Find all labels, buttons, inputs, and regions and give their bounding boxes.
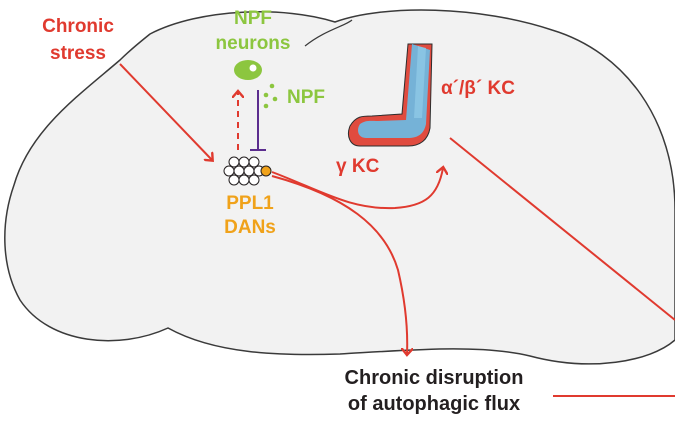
npf-neurons-label-line2: neurons (216, 33, 291, 54)
brain-midline (304, 19, 353, 47)
outcome-label-line1: Chronic disruption (345, 367, 524, 389)
npf-peptide-dots-icon (263, 83, 278, 109)
ab-kc-label: α´/β´ KC (441, 78, 515, 99)
dan-to-outcome-arrow (271, 175, 407, 354)
chronic-stress-label-line2: stress (50, 43, 106, 64)
ppl1-dan-cluster-icon (223, 156, 265, 186)
npf-inhibition-icon (250, 90, 266, 151)
chronic-stress-label-line1: Chronic (42, 16, 114, 37)
ppl1-label-line2: DANs (224, 217, 276, 238)
ppl1-dan-highlight-cell (260, 165, 272, 177)
npf-neurons-label-line1: NPF (234, 8, 272, 29)
npf-neuron-nucleus (249, 64, 257, 72)
npf-neuron-icon (234, 60, 262, 80)
outcome-label-line2: of autophagic flux (348, 393, 520, 415)
gamma-kc-label: γ KC (336, 156, 380, 177)
npf-label: NPF (287, 87, 325, 108)
ppl1-label-line1: PPL1 (226, 193, 274, 214)
stress-arrow (119, 63, 212, 160)
kc-to-right-line (449, 137, 675, 321)
mushroom-body-icon (347, 43, 433, 147)
